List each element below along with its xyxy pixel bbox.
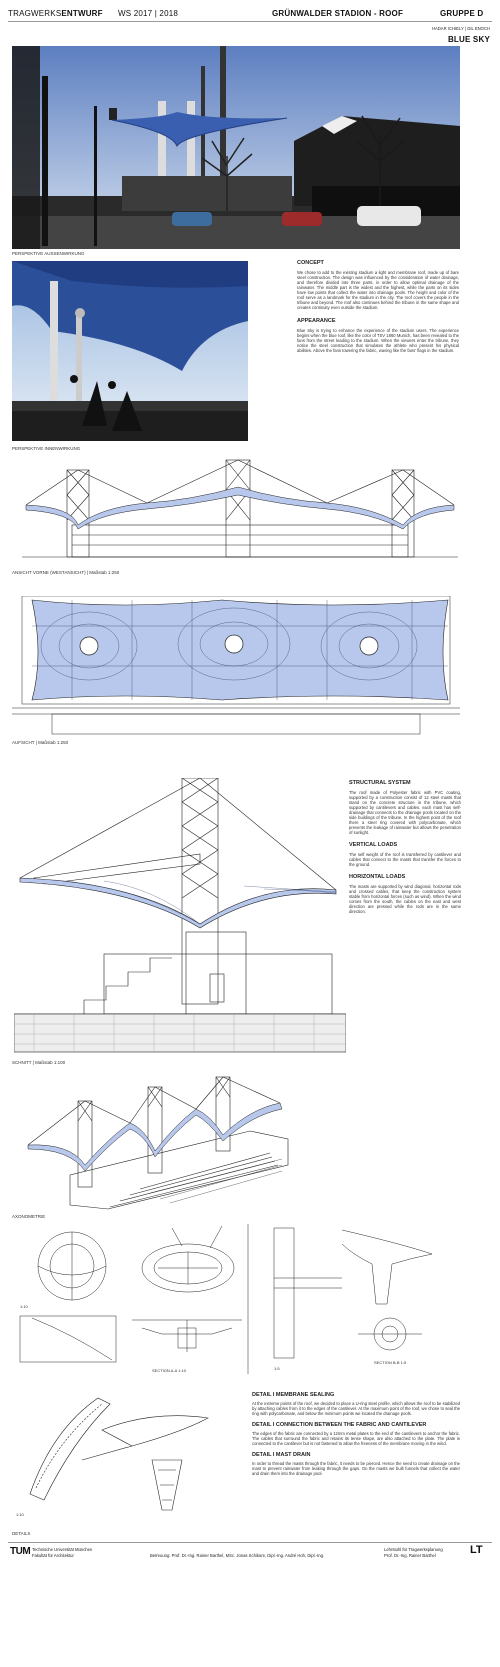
scale-label-c: 1:10 <box>16 1512 25 1517</box>
plan-drawing <box>12 596 460 735</box>
concept-text: We chose to add to the existing stadium … <box>297 270 459 310</box>
detail2-text: The edges of the fabric are connected by… <box>252 1431 460 1446</box>
exterior-perspective-image <box>12 46 460 249</box>
caption-section: SCHNITT | Maßstab 1:100 <box>12 1060 66 1065</box>
appearance-text: Blue Sky is trying to enhance the experi… <box>297 328 459 353</box>
footer-rule <box>8 1542 492 1543</box>
concept-title: CONCEPT <box>297 260 324 266</box>
structural-title: STRUCTURAL SYSTEM <box>349 780 411 786</box>
project-name: BLUE SKY <box>447 35 490 44</box>
course-title: TRAGWERKSENTWURF <box>8 9 103 18</box>
detail-texts: DETAIL I MEMBRANE SEALING At the extreme… <box>252 1392 460 1476</box>
detail2-title: DETAIL I CONNECTION BETWEEN THE FABRIC A… <box>252 1422 427 1428</box>
chair-name: Lehrstuhl für Tragwerksplanung <box>384 1547 443 1552</box>
section-label-b: SECTION B-B 1:5 <box>374 1360 407 1365</box>
caption-interior: PERSPEKTIVE INNENWIRKUNG <box>12 446 81 451</box>
group-label: GRUPPE D <box>440 9 484 18</box>
appearance-title: APPEARANCE <box>297 318 336 324</box>
interior-perspective-image <box>12 261 248 441</box>
supervisors: Betreuung: Prof. Dr.-Ing. Rainer Barthel… <box>150 1553 325 1558</box>
section-drawing <box>14 778 346 1053</box>
structural-text: The roof made of Polyester fabric with P… <box>349 790 461 835</box>
scale-label-b: 1:5 <box>274 1366 280 1371</box>
caption-elevation: ANSICHT VORNE (WESTANSICHT) | Maßstab 1:… <box>12 570 120 575</box>
detail1-text: At the extreme points of the roof, we de… <box>252 1401 460 1416</box>
university-logo: TUM <box>10 1546 31 1557</box>
section-label-a: SECTION A-A 1:10 <box>152 1368 187 1373</box>
faculty-name: Fakultät für Architektur <box>32 1553 74 1558</box>
bottom-detail-drawings: 1:10 <box>16 1397 209 1517</box>
authors: HADAR ICHIELY | GIL ENOCH <box>431 26 490 31</box>
header-rule <box>8 21 492 22</box>
caption-details: DETAILS <box>12 1531 31 1536</box>
university-name: Technische Universität München <box>32 1547 93 1552</box>
caption-axo: AXONOMETRIE <box>12 1214 46 1219</box>
elevation-drawing <box>22 459 458 558</box>
detail3-text: In order to thread the masts through the… <box>252 1461 460 1476</box>
structural-section: STRUCTURAL SYSTEM The roof made of Polye… <box>349 780 461 914</box>
detail-drawings: 1:10 SECTION A-A 1:10 1:5 SECTION B-B 1:… <box>19 1224 433 1374</box>
detail3-title: DETAIL I MAST DRAIN <box>252 1452 311 1458</box>
horizontal-text: The masts are supported by wind diagonal… <box>349 884 461 914</box>
vertical-title: VERTICAL LOADS <box>349 842 398 848</box>
caption-plan: AUFSICHT | Maßstab 1:250 <box>12 740 69 745</box>
caption-exterior: PERSPEKTIVE AUSSENWIRKUNG <box>12 251 85 256</box>
semester: WS 2017 | 2018 <box>118 9 179 18</box>
axonometric-drawing <box>27 1076 289 1210</box>
chair-logo: LT <box>470 1544 483 1556</box>
project-title: GRÜNWALDER STADION - ROOF <box>272 9 404 18</box>
concept-section: CONCEPT We chose to add to the existing … <box>297 260 459 353</box>
chair-professor: Prof. Dr.-Ing. Rainer Barthel <box>384 1553 436 1558</box>
detail1-title: DETAIL I MEMBRANE SEALING <box>252 1392 335 1398</box>
vertical-text: The self weight of the roof is transferr… <box>349 852 461 867</box>
horizontal-title: HORIZONTAL LOADS <box>349 874 406 880</box>
scale-label-a: 1:10 <box>20 1304 29 1309</box>
